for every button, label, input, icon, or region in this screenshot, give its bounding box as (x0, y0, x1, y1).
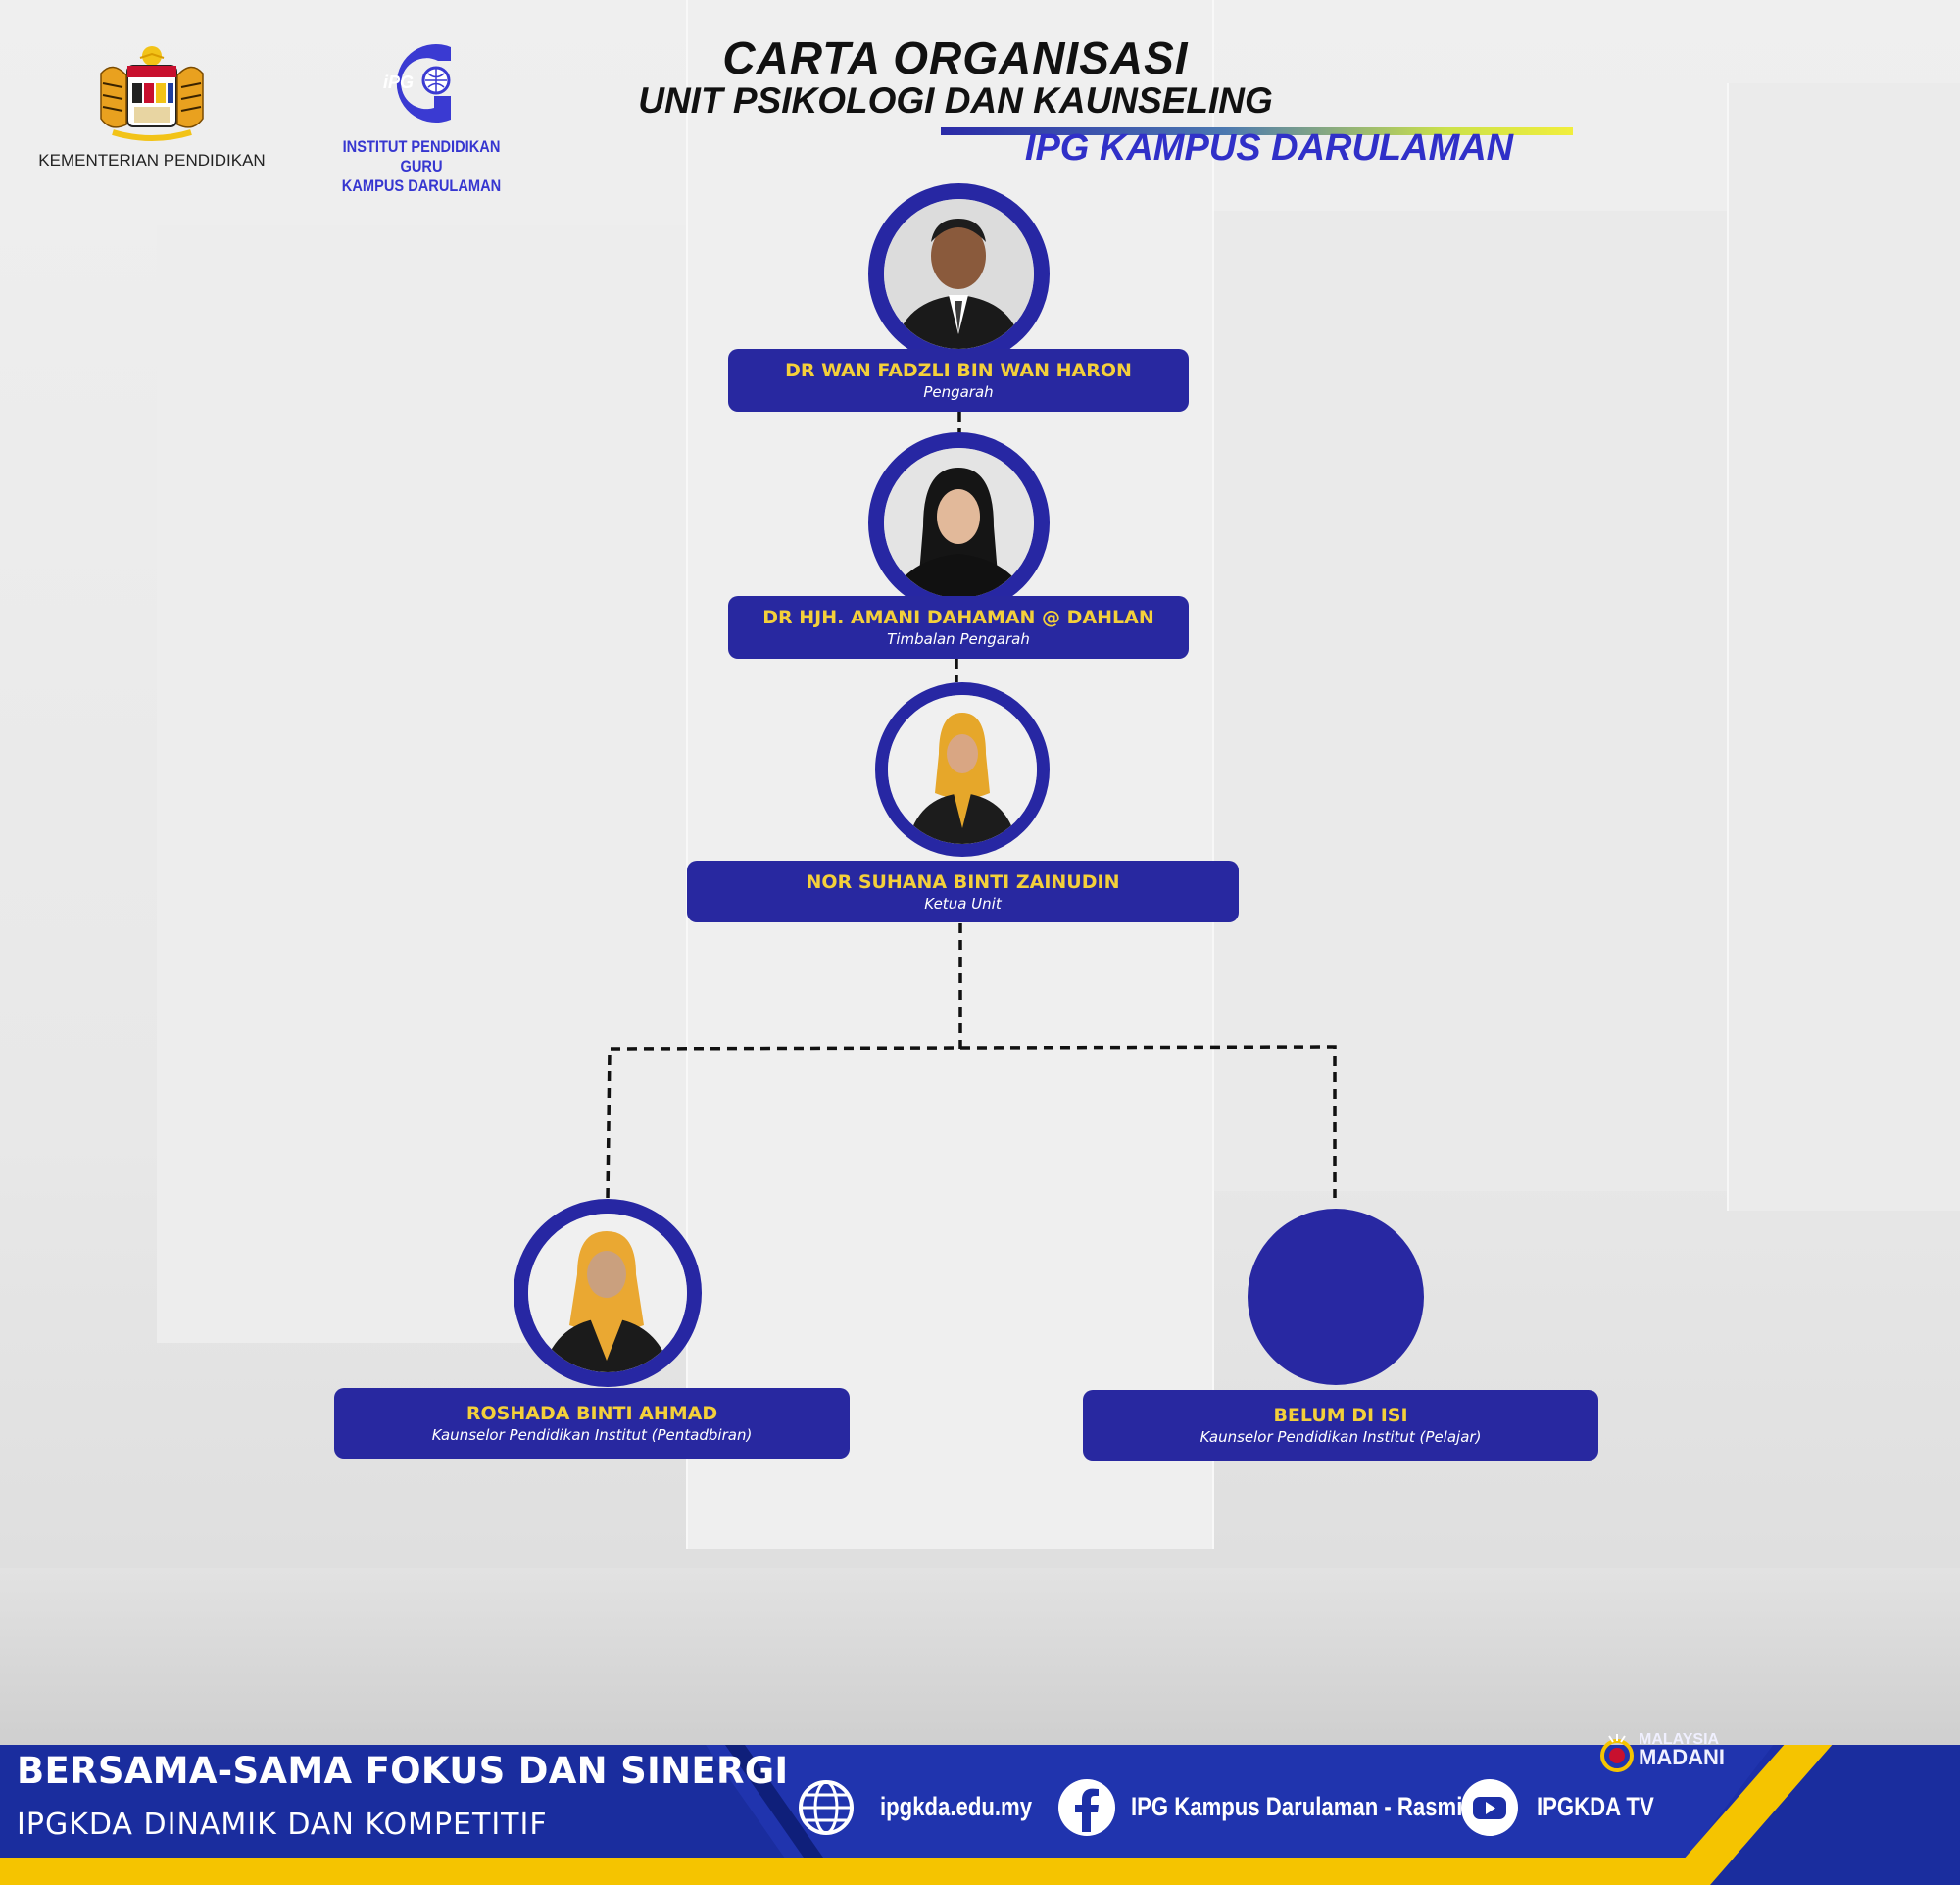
youtube-link[interactable]: IPGKDA TV (1537, 1792, 1654, 1821)
head-name: NOR SUHANA BINTI ZAINUDIN (806, 870, 1120, 893)
background-panel (1727, 83, 1960, 1211)
madani-line2: MADANI (1639, 1745, 1725, 1769)
youtube-icon (1461, 1779, 1518, 1836)
background-panel (0, 1568, 1960, 1745)
counselor-admin-name: ROSHADA BINTI AHMAD (466, 1403, 718, 1424)
head-card: NOR SUHANA BINTI ZAINUDIN Ketua Unit (687, 861, 1239, 922)
institute-name-line1: INSTITUT PENDIDIKAN GURU (342, 137, 501, 175)
institute-name-line2: KAMPUS DARULAMAN (341, 176, 502, 195)
director-name: DR WAN FADZLI BIN WAN HARON (785, 360, 1132, 381)
counselor-student-name: BELUM DI ISI (1273, 1405, 1408, 1426)
title-underline (941, 127, 1573, 135)
background-panel (157, 225, 688, 1343)
facebook-icon (1058, 1779, 1115, 1836)
ipg-logo-text: iPG (383, 73, 414, 92)
globe-icon (799, 1780, 854, 1835)
counselor-admin-photo (514, 1199, 702, 1387)
deputy-role: Timbalan Pengarah (887, 630, 1030, 648)
website-link[interactable]: ipgkda.edu.my (880, 1792, 1033, 1821)
director-role: Pengarah (923, 383, 994, 401)
deputy-photo (868, 432, 1050, 614)
footer-banner (0, 1745, 1960, 1885)
madani-line1: MALAYSIA (1639, 1731, 1720, 1748)
footer-slogan-secondary: IPGKDA DINAMIK DAN KOMPETITIF (17, 1808, 548, 1842)
head-photo (875, 682, 1050, 857)
director-photo (868, 183, 1050, 365)
person-avatar-icon (528, 1214, 687, 1372)
person-avatar-icon (888, 695, 1037, 844)
counselor-student-photo-placeholder (1248, 1209, 1424, 1385)
footer-slogan-primary: BERSAMA-SAMA FOKUS DAN SINERGI (17, 1750, 789, 1792)
institute-name: INSTITUT PENDIDIKAN GURU KAMPUS DARULAMA… (324, 137, 518, 196)
page-title: CARTA ORGANISASI (722, 32, 1189, 83)
person-avatar-icon (884, 199, 1034, 349)
facebook-link[interactable]: IPG Kampus Darulaman - Rasmi (1131, 1792, 1463, 1821)
ipg-logo: iPG (383, 43, 451, 123)
deputy-card: DR HJH. AMANI DAHAMAN @ DAHLAN Timbalan … (728, 596, 1189, 659)
deputy-name: DR HJH. AMANI DAHAMAN @ DAHLAN (762, 607, 1154, 628)
head-role: Ketua Unit (924, 894, 1002, 913)
counselor-student-card: BELUM DI ISI Kaunselor Pendidikan Instit… (1083, 1390, 1598, 1461)
background-panel (1212, 211, 1729, 1191)
person-avatar-icon (884, 448, 1034, 598)
counselor-admin-role: Kaunselor Pendidikan Institut (Pentadbir… (431, 1426, 753, 1444)
counselor-admin-card: ROSHADA BINTI AHMAD Kaunselor Pendidikan… (334, 1388, 850, 1459)
page-subtitle: UNIT PSIKOLOGI DAN KAUNSELING (638, 80, 1273, 121)
madani-wordmark: MALAYSIA MADANI (1639, 1731, 1725, 1769)
counselor-student-role: Kaunselor Pendidikan Institut (Pelajar) (1200, 1428, 1482, 1446)
campus-title: IPG KAMPUS DARULAMAN (1024, 127, 1514, 169)
coat-of-arms-logo (100, 46, 204, 141)
malaysia-madani-logo (1600, 1734, 1634, 1772)
director-card: DR WAN FADZLI BIN WAN HARON Pengarah (728, 349, 1189, 412)
ministry-label: KEMENTERIAN PENDIDIKAN (38, 151, 266, 170)
